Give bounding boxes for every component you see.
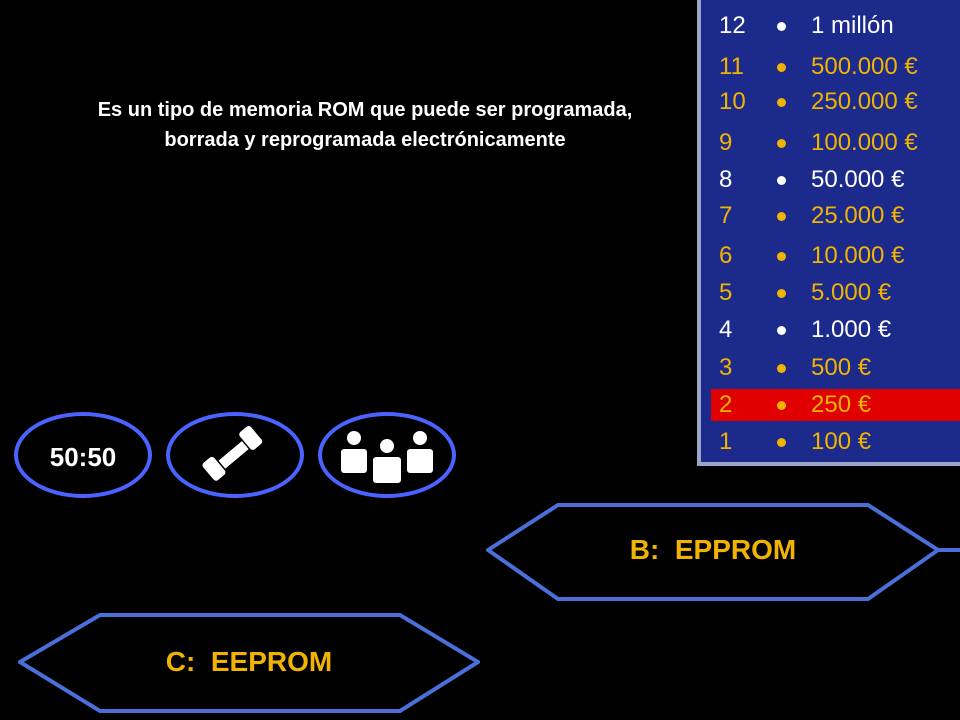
level-dot-icon (777, 176, 786, 185)
level-dot-icon (777, 139, 786, 148)
ladder-level-number: 5 (719, 279, 733, 306)
ladder-level-number: 1 (719, 428, 733, 455)
ladder-amount: 10.000 € (811, 242, 905, 269)
ladder-row-11: 11 500.000 € (711, 51, 960, 83)
ladder-row-10: 10 250.000 € (711, 86, 960, 118)
ladder-level-number: 8 (719, 166, 733, 193)
ladder-amount: 1.000 € (811, 316, 892, 343)
ladder-row-1: 1 100 € (711, 426, 960, 458)
answer-b-shape (486, 503, 960, 601)
lifeline-audience-button[interactable] (318, 412, 456, 498)
ladder-row-3: 3 500 € (711, 352, 960, 384)
ladder-amount: 250 € (811, 391, 872, 418)
ladder-amount: 1 millón (811, 12, 894, 39)
ladder-row-12: 12 1 millón (711, 10, 960, 42)
phone-icon (200, 424, 264, 483)
answer-c-shape (18, 613, 480, 713)
ladder-amount: 500 € (811, 354, 872, 381)
ladder-amount: 500.000 € (811, 53, 918, 80)
level-dot-icon (777, 326, 786, 335)
answer-c-button[interactable]: C: EEPROM (18, 612, 480, 714)
level-dot-icon (777, 289, 786, 298)
level-dot-icon (777, 212, 786, 221)
audience-icon (339, 429, 435, 485)
level-dot-icon (777, 22, 786, 31)
level-dot-icon (777, 401, 786, 410)
level-dot-icon (777, 98, 786, 107)
ladder-amount: 100.000 € (811, 129, 918, 156)
ladder-amount: 5.000 € (811, 279, 892, 306)
ladder-row-5: 5 5.000 € (711, 277, 960, 309)
ladder-level-number: 4 (719, 316, 733, 343)
level-dot-icon (777, 63, 786, 72)
ladder-level-number: 3 (719, 354, 733, 381)
ladder-row-4: 4 1.000 € (711, 314, 960, 346)
fifty-fifty-label: 50:50 (49, 442, 117, 472)
prize-ladder: 12 1 millón 11 500.000 € 10 250.000 € 9 … (697, 0, 960, 466)
ladder-row-8: 8 50.000 € (711, 164, 960, 196)
ladder-row-2-current: 2 250 € (711, 389, 960, 421)
ladder-amount: 100 € (811, 428, 872, 455)
ladder-level-number: 11 (719, 53, 744, 80)
ladder-level-number: 12 (719, 12, 746, 39)
ladder-row-7: 7 25.000 € (711, 200, 960, 232)
answer-b-button[interactable]: B: EPPROM (486, 502, 960, 602)
ladder-amount: 25.000 € (811, 202, 905, 229)
ladder-amount: 50.000 € (811, 166, 905, 193)
ladder-level-number: 6 (719, 242, 733, 269)
ladder-amount: 250.000 € (811, 88, 918, 115)
ladder-level-number: 2 (719, 391, 733, 418)
ladder-level-number: 7 (719, 202, 733, 229)
answer-b-label: B: EPPROM (629, 534, 797, 565)
ladder-level-number: 9 (719, 129, 733, 156)
question-text: Es un tipo de memoria ROM que puede ser … (97, 99, 633, 151)
level-dot-icon (777, 438, 786, 447)
level-dot-icon (777, 364, 786, 373)
ladder-row-9: 9 100.000 € (711, 127, 960, 159)
lifeline-phone-button[interactable] (166, 412, 304, 498)
ladder-row-6: 6 10.000 € (711, 240, 960, 272)
ladder-level-number: 10 (719, 88, 746, 115)
lifeline-fifty-fifty-button[interactable]: 50:50 (14, 412, 152, 498)
level-dot-icon (777, 252, 786, 261)
answer-c-label: C: EEPROM (165, 646, 333, 677)
